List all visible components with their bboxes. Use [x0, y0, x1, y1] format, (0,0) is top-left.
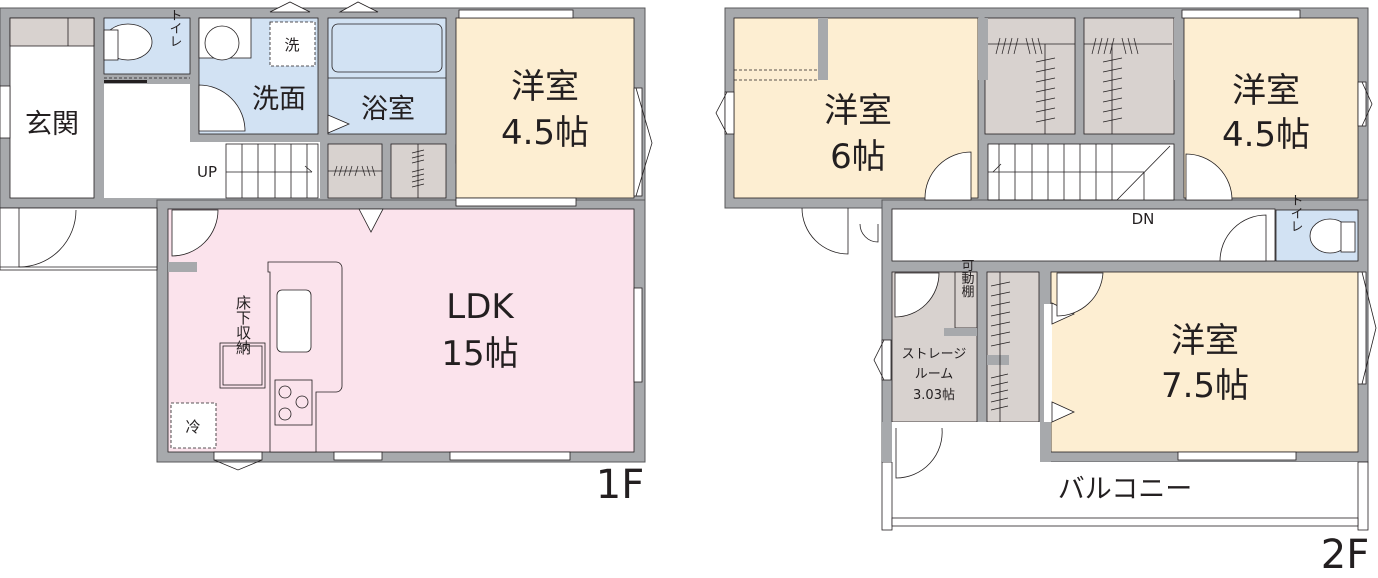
door-swing: [198, 84, 246, 132]
western-room-6-size: 6帖: [830, 137, 886, 177]
washer-space: [269, 21, 316, 67]
bathtub-icon: [331, 23, 443, 73]
kitchen-sink-icon: [276, 289, 312, 353]
western-room-75: [1050, 271, 1359, 453]
bathroom-label: 浴室: [361, 94, 415, 125]
window: [1181, 9, 1301, 19]
washer-label: 洗: [284, 36, 299, 54]
sink-icon: [204, 25, 240, 61]
western-room-75-name: 洋室: [1171, 321, 1239, 361]
storage-room-label-1: ストレージ: [902, 347, 967, 362]
floor-2-label: 2F: [1321, 532, 1369, 578]
closet-2f-c: [986, 271, 1040, 423]
door-swing: [894, 272, 940, 318]
movable-shelf-label: 可動棚: [959, 259, 975, 298]
underfloor-storage-label: 床下収納: [234, 295, 252, 356]
storage-room-label-2: ルーム: [915, 367, 954, 382]
floor-2: 洋室 6帖 洋室 4.5帖 DN トイレ 可動棚 ストレージ ルーム 3.03帖…: [715, 7, 1377, 578]
fridge-space: [170, 402, 217, 449]
door-swing: [171, 209, 219, 257]
door-swing: [895, 427, 943, 479]
door-swing: [18, 208, 77, 268]
washroom-label: 洗面: [252, 84, 306, 115]
western-room-6-name: 洋室: [824, 91, 892, 131]
stairs-down-label: DN: [1132, 210, 1155, 228]
door-swing: [1185, 153, 1233, 201]
hallway-2f: [891, 208, 1276, 262]
ldk-size: 15帖: [441, 334, 518, 374]
door-swing: [1056, 272, 1104, 317]
balcony-label: バルコニー: [1058, 474, 1192, 505]
fridge-label: 冷: [185, 418, 200, 436]
western-room-75-size: 7.5帖: [1161, 366, 1249, 406]
floor-1-label: 1F: [596, 462, 644, 508]
window: [1177, 451, 1297, 461]
closet-2f-a: [984, 17, 1076, 135]
western-room-1f-size: 4.5帖: [501, 113, 589, 153]
door-swing: [924, 151, 972, 201]
closet-2f-b: [1083, 17, 1175, 135]
ldk-room: [167, 208, 635, 453]
toilet-2f-label: トイレ: [1288, 194, 1303, 233]
entrance-room: [9, 17, 95, 199]
storage-room-size: 3.03帖: [913, 388, 955, 403]
window: [455, 197, 577, 207]
closet-1f-b: [390, 143, 447, 199]
window: [449, 451, 571, 461]
underfloor-storage: [219, 342, 266, 389]
shoe-cabinet: [9, 17, 95, 47]
stairs-1f: [225, 143, 319, 199]
western-room-1f-name: 洋室: [511, 67, 579, 107]
ldk-name: LDK: [446, 287, 515, 327]
western-room-1f: [455, 17, 635, 199]
toilet-label: トイレ: [167, 9, 182, 48]
window: [458, 9, 574, 19]
window: [333, 451, 383, 461]
porch: [0, 207, 158, 271]
door-swing: [1219, 214, 1267, 262]
stairs-up-label: UP: [197, 163, 217, 181]
western-room-45-2f-size: 4.5帖: [1222, 115, 1310, 155]
western-room-45-2f-name: 洋室: [1232, 71, 1300, 111]
entrance-label: 玄関: [25, 109, 79, 140]
floor-1: 玄関 トイレ 洗 洗面 浴室 UP 洋室 4.5帖 LDK 15帖 床下収納 冷…: [0, 1, 653, 508]
